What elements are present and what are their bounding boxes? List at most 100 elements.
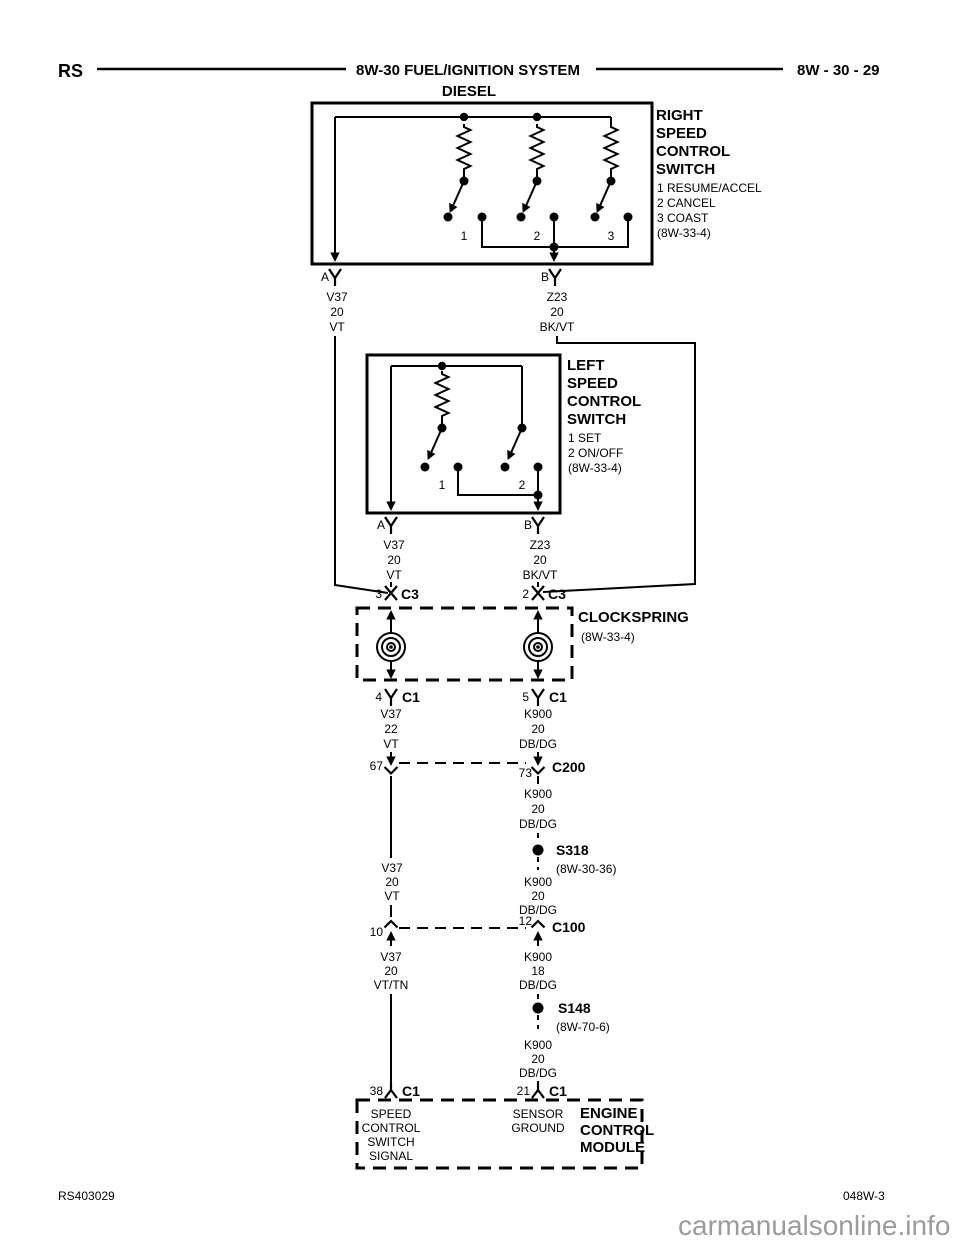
svg-text:3: 3 [375, 587, 382, 601]
connector-c3-right: 2 C3 [522, 582, 566, 602]
svg-text:38: 38 [370, 1084, 384, 1098]
wire-v37-run [334, 336, 389, 594]
wire-label-clockspring-out-left: V37 22 VT [380, 707, 402, 751]
svg-text:SIGNAL: SIGNAL [369, 1149, 413, 1163]
female-connector-chevron-icon [530, 919, 546, 929]
switch-arm-icon [506, 427, 523, 461]
engine-control-module: SPEED CONTROL SWITCH SIGNAL SENSOR GROUN… [355, 1098, 654, 1170]
svg-text:CONTROL: CONTROL [362, 1121, 421, 1135]
svg-text:C100: C100 [552, 919, 586, 935]
clockspring-ref: (8W-33-4) [581, 630, 635, 644]
svg-text:DB/DG: DB/DG [519, 1066, 557, 1080]
wire-label-k900-above-s318: K900 20 DB/DG [519, 787, 557, 831]
svg-text:67: 67 [370, 759, 384, 773]
ecm-pin-right-label: SENSOR GROUND [511, 1107, 565, 1135]
svg-text:C3: C3 [401, 586, 419, 602]
junction-dot [533, 490, 543, 500]
ecm-pin-left-label: SPEED CONTROL SWITCH SIGNAL [362, 1107, 421, 1163]
svg-text:CONTROL: CONTROL [580, 1122, 654, 1139]
junction-dot [532, 112, 542, 122]
right-switch-legend: 1 RESUME/ACCEL 2 CANCEL 3 COAST (8W-33-4… [657, 181, 762, 240]
svg-text:C3: C3 [548, 586, 566, 602]
svg-text:3 COAST: 3 COAST [657, 211, 709, 225]
female-connector-icon [530, 687, 546, 708]
svg-text:SWITCH: SWITCH [567, 411, 626, 428]
inline-connector-icon [530, 584, 546, 602]
svg-text:Z23: Z23 [547, 290, 568, 304]
connector-c200: 67 73 C200 [370, 752, 586, 780]
wire-label-v37tn: V37 20 VT/TN [374, 950, 409, 992]
svg-text:SWITCH: SWITCH [367, 1135, 414, 1149]
resistor-icon [456, 123, 472, 175]
svg-text:V37: V37 [380, 707, 402, 721]
female-connector-icon [530, 1081, 546, 1100]
right-speed-control-switch: 1 2 3 RIGHT SPEED CONTROL SWITCH 1 RESUM… [310, 101, 762, 288]
female-connector-chevron-icon [383, 919, 399, 929]
svg-text:V37: V37 [381, 861, 403, 875]
wire-label-k900-18: K900 18 DB/DG [519, 950, 557, 992]
left-switch-title: LEFT SPEED CONTROL SWITCH [567, 357, 641, 428]
svg-text:S318: S318 [556, 842, 589, 858]
svg-text:SPEED: SPEED [567, 375, 618, 392]
resistor-icon [434, 370, 450, 422]
clockspring-box [355, 606, 574, 682]
svg-text:DB/DG: DB/DG [519, 737, 557, 751]
contact-label: 1 [461, 229, 468, 243]
svg-text:V37: V37 [383, 538, 405, 552]
sheet-code: 048W-3 [843, 1189, 885, 1203]
switch-arm-icon [521, 180, 538, 214]
left-switch-box [365, 353, 562, 515]
svg-text:2: 2 [522, 587, 529, 601]
svg-text:DB/DG: DB/DG [519, 817, 557, 831]
svg-text:MODULE: MODULE [580, 1139, 645, 1156]
resistor-icon [529, 123, 545, 175]
switch-arm-icon [448, 180, 465, 214]
contact-label: 1 [439, 478, 446, 492]
svg-text:K900: K900 [524, 707, 552, 721]
svg-text:4: 4 [375, 690, 382, 704]
svg-text:20: 20 [384, 964, 398, 978]
svg-text:BK/VT: BK/VT [523, 568, 558, 582]
svg-text:C1: C1 [549, 1083, 567, 1099]
svg-text:(8W-33-4): (8W-33-4) [568, 461, 622, 475]
connector-c1-clockspring-right: 5 C1 [522, 687, 567, 708]
svg-text:Z23: Z23 [530, 538, 551, 552]
connector-c1-ecm-right: 21 C1 [517, 1081, 567, 1100]
svg-text:1 SET: 1 SET [568, 431, 602, 445]
svg-text:2 ON/OFF: 2 ON/OFF [568, 446, 623, 460]
header: RS 8W-30 FUEL/IGNITION SYSTEM 8W - 30 - … [58, 61, 880, 100]
wire-label-left-switch-a: V37 20 VT [383, 538, 405, 582]
svg-text:C1: C1 [402, 689, 420, 705]
svg-text:C1: C1 [549, 689, 567, 705]
svg-text:22: 22 [384, 722, 398, 736]
junction-dot [437, 361, 447, 371]
wire-label-v37-mid: V37 20 VT [381, 861, 403, 903]
svg-text:K900: K900 [524, 1038, 552, 1052]
pin-b-exit-arrow-icon [533, 501, 543, 511]
connector-c3-left: 3 C3 [375, 582, 419, 602]
svg-text:ENGINE: ENGINE [580, 1105, 638, 1122]
svg-text:(8W-70-6): (8W-70-6) [556, 1020, 610, 1034]
splice-dot-icon [532, 844, 544, 856]
svg-text:73: 73 [519, 766, 533, 780]
wire-z23-run [542, 336, 696, 593]
watermark: carmanualsonline.info [678, 1210, 950, 1241]
svg-text:GROUND: GROUND [511, 1121, 565, 1135]
pin-a-exit-arrow-icon [330, 252, 340, 262]
svg-text:SPEED: SPEED [656, 125, 707, 142]
svg-text:RIGHT: RIGHT [656, 107, 703, 124]
svg-text:20: 20 [387, 553, 401, 567]
left-switch-legend: 1 SET 2 ON/OFF (8W-33-4) [568, 431, 623, 475]
connector-c1-clockspring-left: 4 C1 [375, 687, 420, 708]
clockspring-coil-icon [376, 632, 406, 662]
splice-s318: S318 (8W-30-36) [532, 833, 616, 876]
svg-text:1 RESUME/ACCEL: 1 RESUME/ACCEL [657, 181, 762, 195]
svg-text:C1: C1 [402, 1083, 420, 1099]
switch-arm-icon [426, 427, 443, 461]
pin-b-exit-arrow-icon [549, 252, 559, 262]
pin-a-label: A [377, 518, 385, 532]
page-subtitle: DIESEL [442, 83, 496, 100]
svg-text:LEFT: LEFT [567, 357, 605, 374]
svg-text:20: 20 [385, 875, 399, 889]
